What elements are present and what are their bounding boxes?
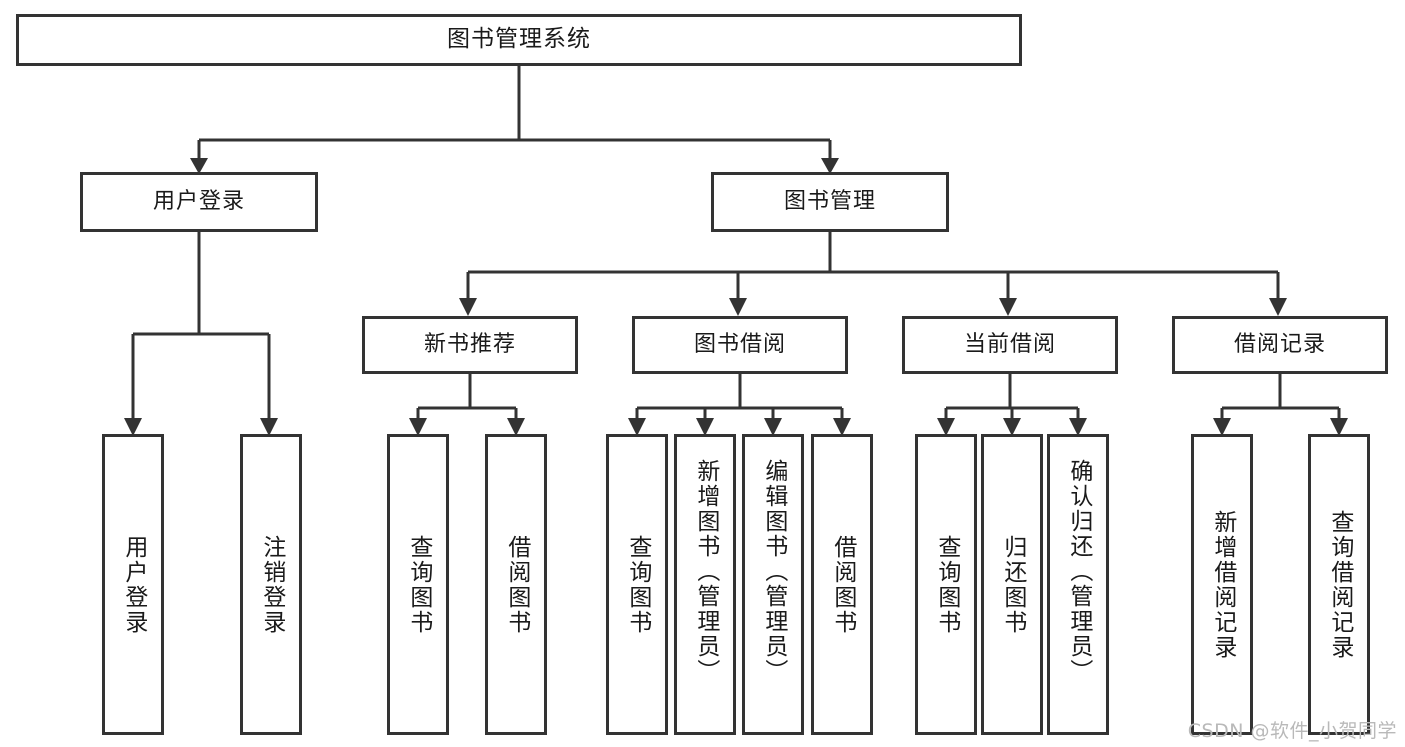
node-label: 借阅图书 xyxy=(829,534,856,635)
node-label: 查询图书 xyxy=(624,534,651,635)
node-label: 编辑图书（管理员） xyxy=(760,459,787,684)
leaf-borrow-edit-book-admin[interactable]: 编辑图书（管理员） xyxy=(742,434,804,735)
leaf-current-confirm-return-admin[interactable]: 确认归还（管理员） xyxy=(1047,434,1109,735)
leaf-user-login-login[interactable]: 用户登录 xyxy=(102,434,164,735)
leaf-record-add-record[interactable]: 新增借阅记录 xyxy=(1191,434,1253,735)
node-label: 查询图书 xyxy=(933,534,960,635)
arrow-book-mgmt-child-1 xyxy=(459,298,477,316)
leaf-user-login-logout[interactable]: 注销登录 xyxy=(240,434,302,735)
node-label: 图书管理 xyxy=(783,188,876,214)
node-label: 借阅记录 xyxy=(1233,331,1326,357)
leaf-current-return-book[interactable]: 归还图书 xyxy=(981,434,1043,735)
node-label: 注销登录 xyxy=(258,534,285,635)
arrow-book-mgmt-child-2 xyxy=(729,298,747,316)
node-label: 确认归还（管理员） xyxy=(1065,459,1092,684)
node-root-system[interactable]: 图书管理系统 xyxy=(16,14,1022,66)
leaf-recommend-query-book[interactable]: 查询图书 xyxy=(387,434,449,735)
node-label: 查询图书 xyxy=(405,534,432,635)
csdn-watermark: CSDN @软件_小贺同学 xyxy=(1187,720,1397,742)
leaf-borrow-query-book[interactable]: 查询图书 xyxy=(606,434,668,735)
node-book-management[interactable]: 图书管理 xyxy=(711,172,949,232)
node-borrow-record[interactable]: 借阅记录 xyxy=(1172,316,1388,374)
leaf-borrow-add-book-admin[interactable]: 新增图书（管理员） xyxy=(674,434,736,735)
node-label: 归还图书 xyxy=(999,534,1026,635)
leaf-record-query-record[interactable]: 查询借阅记录 xyxy=(1308,434,1370,735)
node-label: 用户登录 xyxy=(120,534,147,635)
node-user-login[interactable]: 用户登录 xyxy=(80,172,318,232)
node-label: 用户登录 xyxy=(152,188,245,214)
leaf-current-query-book[interactable]: 查询图书 xyxy=(915,434,977,735)
node-label: 查询借阅记录 xyxy=(1326,509,1353,660)
arrow-book-mgmt-child-3 xyxy=(999,298,1017,316)
arrow-book-mgmt-child-4 xyxy=(1269,298,1287,316)
leaf-recommend-borrow-book[interactable]: 借阅图书 xyxy=(485,434,547,735)
node-label: 借阅图书 xyxy=(503,534,530,635)
node-label: 当前借阅 xyxy=(963,331,1056,357)
node-label: 图书借阅 xyxy=(693,331,786,357)
node-label: 新书推荐 xyxy=(423,331,516,357)
node-new-book-recommend[interactable]: 新书推荐 xyxy=(362,316,578,374)
node-book-borrow[interactable]: 图书借阅 xyxy=(632,316,848,374)
leaf-borrow-borrow-book[interactable]: 借阅图书 xyxy=(811,434,873,735)
node-label: 新增借阅记录 xyxy=(1209,509,1236,660)
node-label: 新增图书（管理员） xyxy=(692,459,719,684)
node-label: 图书管理系统 xyxy=(447,26,591,53)
node-current-borrow[interactable]: 当前借阅 xyxy=(902,316,1118,374)
